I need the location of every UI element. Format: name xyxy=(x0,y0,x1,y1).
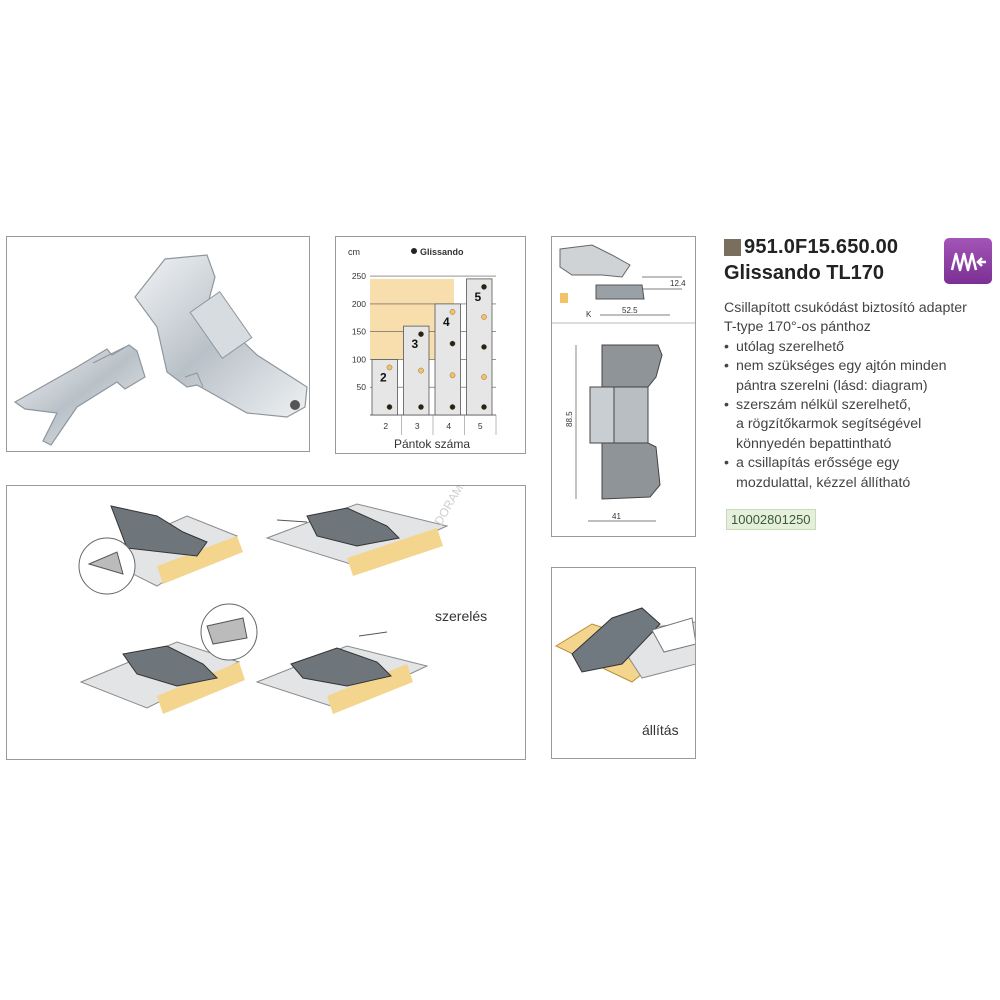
dimension-12-4: 12.4 xyxy=(670,279,686,288)
product-info: 951.0F15.650.00 Glissando TL170 Csillapí… xyxy=(724,236,994,493)
y-tick-label: 100 xyxy=(352,354,366,364)
product-description: Csillapított csukódást biztosító adapter… xyxy=(724,299,994,493)
chart-bar xyxy=(371,359,398,416)
mounting-step-3 xyxy=(79,603,258,714)
hinge-dot xyxy=(418,331,424,337)
hinge-dot xyxy=(418,404,424,410)
mounting-steps-illustration: DORAMNNA xyxy=(78,486,479,714)
adjusting-illustration xyxy=(554,607,695,683)
hinge-dot xyxy=(481,284,487,290)
bullet-text: mozdulattal, kézzel állítható xyxy=(736,474,911,491)
product-code-line: 951.0F15.650.00 xyxy=(724,236,994,259)
mounting-panel: DORAMNNA szerelés xyxy=(6,485,526,760)
description-line: T-type 170°-os pánthoz xyxy=(724,319,871,336)
y-tick-label: 200 xyxy=(352,299,366,309)
hinge-dot xyxy=(386,404,393,410)
technical-drawing: 12.4 52.5 K 88.5 41 xyxy=(552,244,695,522)
hinge-dot xyxy=(481,314,487,320)
chart-bar xyxy=(434,303,461,416)
dimension-41: 41 xyxy=(612,512,621,521)
bar-chart: cm Glissando 2 3 4 5 50 100 150 200 250 2 3 4 5 Pán… xyxy=(348,247,497,451)
y-tick-label: 50 xyxy=(357,382,367,392)
hinge-dot xyxy=(449,372,456,379)
chart-bar xyxy=(403,325,430,416)
bullet-item: • szerszám nélkül szerelhető, a rögzítők… xyxy=(724,396,994,454)
bar-label: 3 xyxy=(412,337,419,351)
watermark: DORAMNNA xyxy=(431,486,478,528)
bullet-item: • nem szükséges egy ajtón minden pántra … xyxy=(724,357,994,396)
bullet-item: • a csillapítás erőssége egy mozdulattal… xyxy=(724,454,994,493)
bullet-text: könnyedén bepattintható xyxy=(736,435,892,452)
mounting-step-1 xyxy=(78,505,243,595)
hinge-dot xyxy=(449,340,456,347)
legend-label: Glissando xyxy=(420,247,464,257)
x-axis-label: Pántok száma xyxy=(394,437,470,451)
hinge-dot xyxy=(481,344,487,350)
adjusting-panel: állítás xyxy=(551,567,696,759)
bullet-text: utólag szerelhető xyxy=(736,338,845,355)
x-tick-label: 5 xyxy=(478,421,483,431)
damper-arrow-icon xyxy=(944,238,992,284)
product-name: Glissando TL170 xyxy=(724,262,885,284)
bullet-text: pántra szerelni (lásd: diagram) xyxy=(736,377,928,394)
hinge-dot xyxy=(481,374,487,380)
description-line: Csillapított csukódást biztosító adapter xyxy=(724,300,967,316)
chart-panel: cm Glissando 2 3 4 5 50 100 150 200 250 2 3 4 5 Pán… xyxy=(335,236,526,454)
dimension-k: K xyxy=(586,310,592,319)
bullet-text: szerszám nélkül szerelhető, xyxy=(736,397,912,414)
product-photo-panel xyxy=(6,236,310,452)
product-code: 951.0F15.650.00 xyxy=(744,236,899,258)
brand-square xyxy=(724,239,741,256)
chart-bar xyxy=(466,278,493,416)
bullet-text: nem szükséges egy ajtón minden xyxy=(736,358,947,375)
x-tick-label: 3 xyxy=(415,421,420,431)
hinge-adapter-illustration xyxy=(13,254,308,446)
bullet-text: a rögzítőkarmok segítségével xyxy=(736,416,922,433)
x-tick-label: 2 xyxy=(383,421,388,431)
hinge-dot xyxy=(449,404,456,410)
dimension-drawing-panel: 12.4 52.5 K 88.5 41 xyxy=(551,236,696,537)
hinge-dot xyxy=(449,309,456,315)
mounting-step-2 xyxy=(265,503,449,576)
bar-label: 2 xyxy=(380,370,387,384)
y-tick-label: 250 xyxy=(352,271,366,281)
dimension-88-5: 88.5 xyxy=(565,411,574,427)
hinge-dot xyxy=(418,367,424,374)
mounting-label: szerelés xyxy=(435,608,488,624)
hinge-dot xyxy=(386,364,393,371)
y-tick-label: 150 xyxy=(352,327,366,337)
item-number: 10002801250 xyxy=(726,509,816,530)
hinge-dot xyxy=(481,404,487,410)
mounting-step-4 xyxy=(255,631,429,714)
unit-label: cm xyxy=(348,247,360,257)
bar-label: 5 xyxy=(475,290,482,304)
bullet-item: • utólag szerelhető xyxy=(724,338,994,357)
dimension-52-5: 52.5 xyxy=(622,306,638,315)
adjusting-label: állítás xyxy=(642,722,679,738)
bar-label: 4 xyxy=(443,315,450,329)
x-tick-label: 4 xyxy=(446,421,451,431)
bullet-text: a csillapítás erőssége egy xyxy=(736,455,900,472)
legend-dot xyxy=(411,248,417,254)
